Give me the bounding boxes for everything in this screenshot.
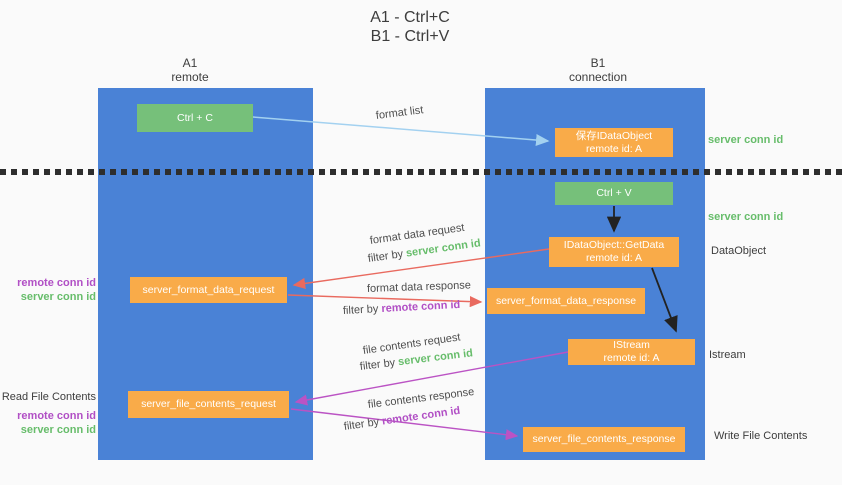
format-data-response-filter-label: filter by remote conn id	[343, 299, 461, 318]
right-server-conn-id-label-2: server conn id	[708, 211, 784, 223]
istream-line1: IStream	[613, 339, 650, 351]
ctrl-v-label: Ctrl + V	[596, 187, 632, 199]
ctrl-c-action-box: Ctrl + C	[137, 104, 253, 132]
istream-side-label: Istream	[709, 349, 746, 361]
ctrl-c-label: Ctrl + C	[177, 111, 213, 124]
left-remote-conn-id-label-2: remote conn id	[17, 410, 96, 422]
idataobject-getdata-box: IDataObject::GetData remote id: A	[549, 237, 679, 267]
dataobject-label: DataObject	[711, 245, 767, 257]
filter-by-text: filter by	[343, 416, 380, 433]
lifeline-b1-subtitle: connection	[568, 70, 628, 84]
phase-divider-dotted-line	[0, 169, 842, 175]
right-server-conn-id-label-1: server conn id	[708, 134, 784, 146]
server-file-contents-request-box: server_file_contents_request	[128, 391, 289, 418]
save-idataobject-line2: remote id: A	[585, 142, 643, 155]
file-response-label: server_file_contents_response	[532, 433, 676, 445]
format-response-label: server_format_data_response	[495, 294, 637, 307]
lifeline-a1-header: A1 remote	[140, 56, 240, 84]
left-server-conn-id-label-1: server conn id	[20, 291, 96, 303]
filter-by-text: filter by	[342, 303, 379, 317]
server-file-contents-response-box: server_file_contents_response	[523, 427, 685, 452]
getdata-line1: IDataObject::GetData	[563, 239, 665, 251]
lifeline-a1-subtitle: remote	[171, 70, 209, 84]
ctrl-v-action-box: Ctrl + V	[555, 182, 673, 205]
istream-box: IStream remote id: A	[568, 339, 695, 365]
filter-by-text: filter by	[367, 248, 404, 265]
save-idataobject-box: 保存IDataObject remote id: A	[555, 128, 673, 157]
server-format-data-request-box: server_format_data_request	[130, 277, 287, 303]
server-format-data-response-box: server_format_data_response	[487, 288, 645, 314]
format-list-arrow-label: format list	[375, 104, 425, 122]
left-server-conn-id-label-2: server conn id	[20, 424, 96, 436]
save-idataobject-line1: 保存IDataObject	[575, 129, 653, 142]
write-file-contents-label: Write File Contents	[714, 430, 808, 442]
format-data-response-arrow-label: format data response	[366, 279, 472, 295]
getdata-line2: remote id: A	[585, 252, 643, 264]
file-request-label: server_file_contents_request	[141, 398, 276, 410]
lifeline-b1-header: B1 connection	[548, 56, 648, 84]
title-line-b1: B1 - Ctrl+V	[370, 28, 450, 45]
istream-line2: remote id: A	[603, 352, 660, 364]
remote-conn-id-text: remote conn id	[381, 298, 461, 315]
filter-by-text: filter by	[359, 356, 396, 373]
diagram-title: A1 - Ctrl+C B1 - Ctrl+V	[310, 8, 510, 46]
lifeline-a1-name: A1	[182, 56, 198, 70]
read-file-contents-label: Read File Contents	[1, 391, 96, 403]
title-line-a1: A1 - Ctrl+C	[370, 9, 450, 26]
format-request-label: server_format_data_request	[142, 283, 275, 296]
left-remote-conn-id-label-1: remote conn id	[17, 277, 96, 289]
lifeline-b1-name: B1	[590, 56, 606, 70]
file-contents-response-filter-label: filter by remote conn id	[343, 405, 461, 434]
